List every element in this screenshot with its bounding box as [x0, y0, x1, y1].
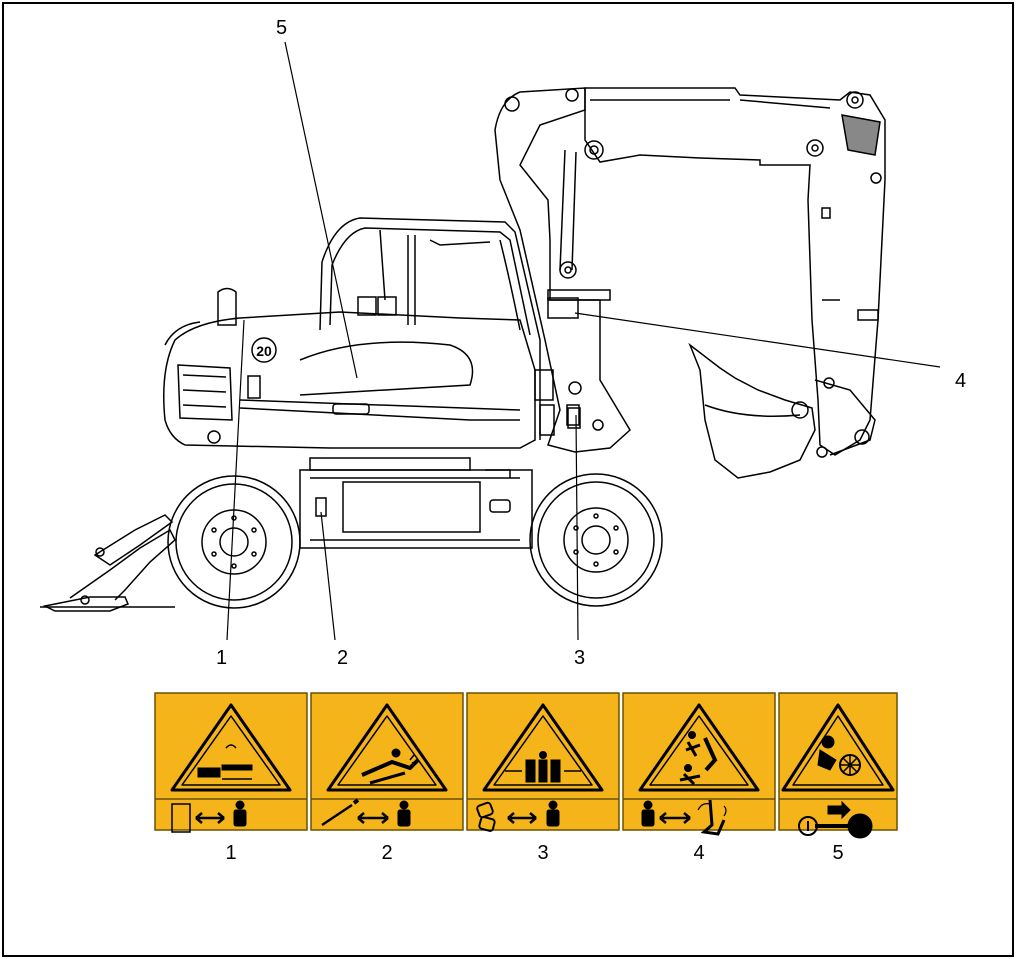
upper-house — [163, 311, 536, 449]
badge-circle — [251, 337, 277, 363]
leader-3 — [575, 414, 579, 641]
wheeled-excavator-drawing: 20 — [40, 87, 886, 612]
crush-between-parts-icon — [505, 751, 581, 783]
sign-frame-1 — [154, 692, 308, 831]
sign-label-1: 1 — [225, 842, 237, 864]
keep-distance-from-bucket-icon — [641, 799, 727, 836]
leader-2 — [320, 511, 336, 641]
callout-2: 2 — [337, 647, 349, 669]
warning-triangle-3 — [482, 703, 604, 792]
dozer-blade — [42, 596, 129, 612]
callout-1: 1 — [216, 647, 228, 669]
leader-5 — [284, 41, 358, 379]
front-wheel — [167, 475, 301, 609]
callout-leaders — [226, 41, 941, 641]
leader-4 — [574, 312, 941, 368]
keep-distance-from-hose-icon — [321, 798, 411, 827]
sign-label-3: 3 — [537, 842, 549, 864]
swing-crush-hazard-icon — [197, 744, 253, 780]
arm — [584, 87, 886, 456]
warning-triangle-1 — [170, 703, 292, 792]
sign-label-5: 5 — [832, 842, 844, 864]
remove-ignition-key-icon — [798, 800, 873, 839]
sign-label-4: 4 — [693, 842, 705, 864]
bucket — [688, 342, 816, 479]
keep-distance-from-articulation-icon — [476, 800, 560, 832]
keep-distance-from-machine-icon — [171, 800, 247, 833]
leader-1 — [226, 319, 245, 641]
operator-cab — [319, 217, 541, 440]
sign-frame-4 — [622, 692, 776, 831]
capacity-badge: 20 — [256, 343, 272, 359]
warning-triangle-4 — [638, 703, 760, 792]
rear-wheel — [529, 473, 663, 607]
fan-entanglement-hazard-icon — [817, 735, 861, 776]
fall-hazard-icon — [361, 748, 420, 785]
callout-5: 5 — [276, 17, 288, 39]
boom — [494, 87, 631, 453]
warning-triangle-2 — [326, 703, 448, 792]
sign-label-2: 2 — [381, 842, 393, 864]
sign-frame-2 — [310, 692, 464, 831]
callout-3: 3 — [574, 647, 586, 669]
sign-frame-5 — [778, 692, 898, 831]
boom-strike-hazard-icon — [679, 731, 718, 786]
warning-triangle-5 — [781, 703, 895, 792]
callout-4: 4 — [955, 370, 967, 392]
